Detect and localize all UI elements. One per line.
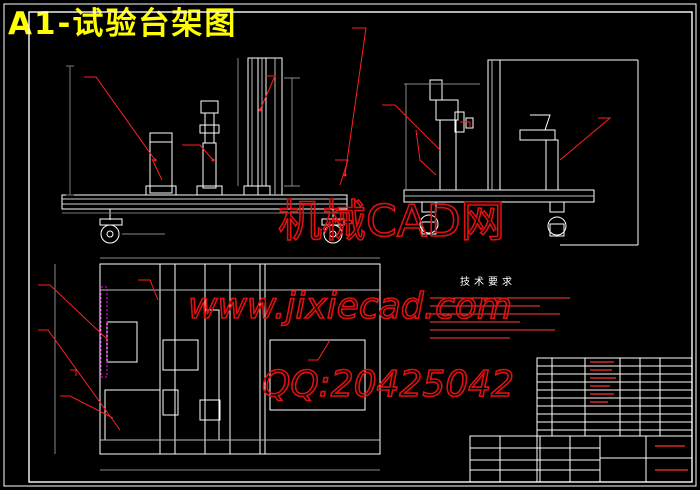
- support-block-left: [149, 132, 173, 194]
- support-column-middle: [196, 100, 223, 196]
- front-view-leader-dots: [153, 108, 347, 177]
- plan-hatch: [100, 286, 108, 378]
- watermark-line-2: www.jixiecad.com: [188, 286, 512, 327]
- front-view-leaders: [84, 27, 367, 186]
- watermark-line-1: 机械CAD网: [278, 196, 505, 247]
- support-upright-right: [257, 57, 300, 196]
- title-block-marks: [590, 361, 688, 471]
- plan-view: [54, 257, 381, 471]
- side-view: [403, 59, 639, 246]
- inner-frame: [28, 11, 693, 483]
- plan-block-b: [104, 389, 161, 441]
- plan-block-c: [269, 339, 366, 411]
- caster-right: [321, 209, 345, 244]
- outer-border: [3, 3, 697, 487]
- side-column: [487, 59, 501, 191]
- plan-view-leaders: [38, 279, 331, 431]
- notes-lines: [430, 297, 570, 339]
- technical-notes: 技术要求: [430, 275, 570, 339]
- watermark: 机械CAD网 www.jixiecad.com QQ:20425042: [187, 195, 515, 406]
- side-view-leaders: [382, 104, 612, 176]
- support-column-tall: [237, 57, 271, 196]
- notes-heading: 技术要求: [460, 275, 516, 288]
- title-block: [469, 357, 693, 483]
- plan-block-a: [106, 321, 138, 363]
- caster-left: [99, 209, 165, 244]
- watermark-line-3: QQ:20425042: [262, 364, 514, 405]
- front-view: [61, 57, 348, 244]
